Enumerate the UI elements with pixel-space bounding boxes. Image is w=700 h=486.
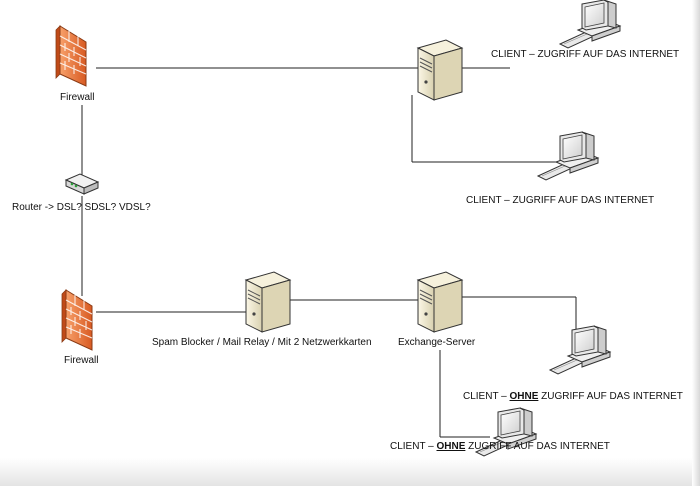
- client-no-internet-emphasis: OHNE: [509, 391, 539, 402]
- firewall-brick-wall-icon: [55, 25, 87, 87]
- client-internet-label-1: CLIENT – ZUGRIFF AUF DAS INTERNET: [491, 49, 680, 60]
- firewall-bottom-label: Firewall: [64, 355, 99, 366]
- client-no-internet-emphasis: OHNE: [436, 441, 466, 452]
- firewall-brick-wall-icon: [61, 289, 93, 351]
- connection-lines: [81, 67, 577, 438]
- server-tower-icon: [245, 271, 291, 333]
- server-tower-icon: [417, 271, 463, 333]
- client-no-internet-label-1: CLIENT – OHNE ZUGRIFF AUF DAS INTERNET: [463, 391, 683, 402]
- router-label: Router -> DSL? SDSL? VDSL?: [12, 202, 151, 213]
- router-icon: [65, 173, 99, 195]
- desktop-computer-icon: [559, 0, 621, 49]
- client-no-internet-prefix: CLIENT –: [390, 441, 437, 452]
- exchange-server-label: Exchange-Server: [398, 337, 476, 348]
- server-tower-icon: [417, 39, 463, 101]
- page-shadow-bottom: [0, 458, 700, 486]
- desktop-computer-icon: [537, 131, 599, 181]
- firewall-top-label: Firewall: [60, 92, 95, 103]
- spam-blocker-label: Spam Blocker / Mail Relay / Mit 2 Netzwe…: [152, 337, 372, 348]
- client-no-internet-prefix: CLIENT –: [463, 391, 510, 402]
- desktop-computer-icon: [549, 325, 611, 375]
- client-no-internet-suffix: ZUGRIFF AUF DAS INTERNET: [465, 441, 610, 452]
- client-no-internet-suffix: ZUGRIFF AUF DAS INTERNET: [538, 391, 683, 402]
- page-shadow-right: [692, 0, 700, 486]
- client-internet-label-2: CLIENT – ZUGRIFF AUF DAS INTERNET: [466, 195, 655, 206]
- client-no-internet-label-2: CLIENT – OHNE ZUGRIFF AUF DAS INTERNET: [390, 441, 610, 452]
